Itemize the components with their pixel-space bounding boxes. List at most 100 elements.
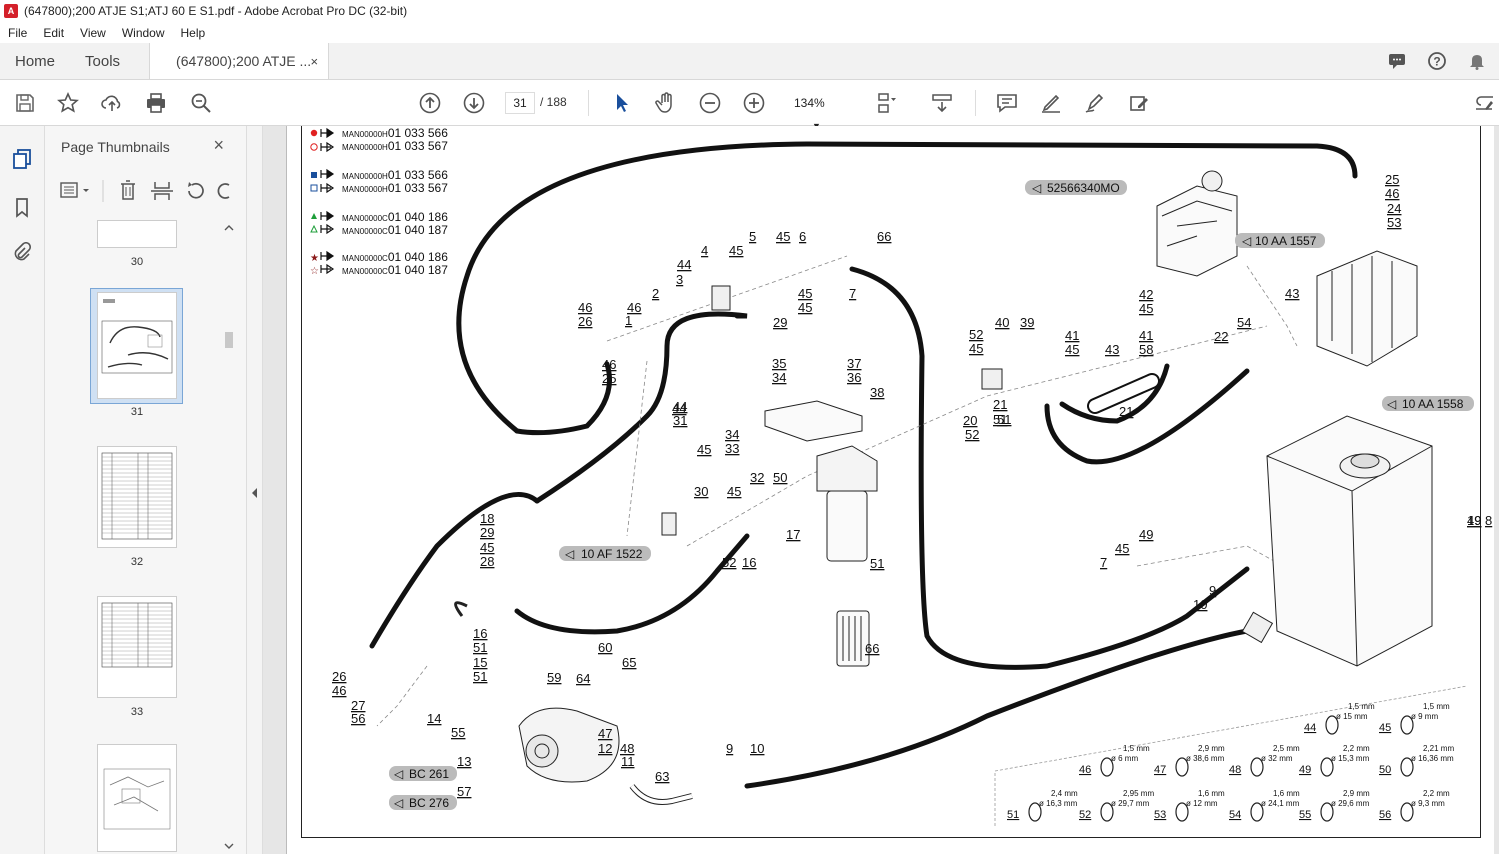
callout-label: 21 xyxy=(1119,404,1133,419)
callout-label: 46 xyxy=(1385,186,1399,201)
thumbnail-label: 30 xyxy=(130,256,144,268)
page-number-input[interactable]: 31 xyxy=(505,92,535,114)
seal-thickness: 2,9 mm xyxy=(1198,744,1225,753)
svg-text:BC 276: BC 276 xyxy=(409,796,449,810)
thumbnail-page-33[interactable] xyxy=(97,596,177,698)
seal-diameter: ø 9,3 mm xyxy=(1411,799,1445,808)
rotate-left-icon[interactable] xyxy=(188,182,204,199)
tab-document[interactable]: (647800);200 ATJE ... × xyxy=(149,43,330,79)
sign-pen-icon[interactable] xyxy=(1083,91,1107,115)
fill-sign-icon[interactable] xyxy=(1472,91,1496,115)
callout-label: 56 xyxy=(351,711,365,726)
callout-label: 58 xyxy=(1139,342,1153,357)
highlight-pen-icon[interactable] xyxy=(1039,91,1063,115)
menu-edit[interactable]: Edit xyxy=(43,25,65,40)
callout-label: 45 xyxy=(697,442,711,457)
insert-pages-icon[interactable] xyxy=(151,182,173,200)
previous-page-icon[interactable] xyxy=(418,91,442,115)
seal-diameter: ø 38,6 mm xyxy=(1186,754,1225,763)
menu-view[interactable]: View xyxy=(80,25,106,40)
collapse-panel-icon[interactable] xyxy=(247,126,263,854)
callout-label: 12 xyxy=(598,741,612,756)
callout-label: 66 xyxy=(877,229,891,244)
callout-label: 49 xyxy=(1139,527,1153,542)
callout-label: 31 xyxy=(673,413,687,428)
seal-thickness: 1,6 mm xyxy=(1198,789,1225,798)
zoom-out-icon[interactable] xyxy=(698,91,722,115)
upload-share-icon[interactable] xyxy=(100,91,124,115)
seal-diameter: ø 12 mm xyxy=(1186,799,1218,808)
left-navigation-rail xyxy=(0,126,45,854)
thumbnail-scrollbar[interactable] xyxy=(223,222,235,854)
tab-home[interactable]: Home xyxy=(15,53,56,70)
tab-tools[interactable]: Tools xyxy=(85,53,121,70)
callout-label: 51 xyxy=(473,669,487,684)
seal-diameter: ø 24,1 mm xyxy=(1261,799,1300,808)
bookmark-icon[interactable] xyxy=(11,196,33,218)
panel-splitter[interactable] xyxy=(247,126,263,854)
legend-red-ring-icon xyxy=(310,143,318,151)
save-icon[interactable] xyxy=(13,91,37,115)
attachment-paperclip-icon[interactable] xyxy=(11,242,33,264)
page-display-icon[interactable] xyxy=(875,91,899,115)
seal-diameter: ø 15 mm xyxy=(1336,712,1368,721)
zoom-level-select[interactable]: 134% ▼ xyxy=(790,92,852,131)
callout-label: 66 xyxy=(865,641,879,656)
thumbnail-page-32[interactable] xyxy=(97,446,177,548)
seal-thickness: 1,5 mm xyxy=(1423,702,1450,711)
pdf-page: ★ ☆ MAN00000H01 033 566 MAN00000H01 033 … xyxy=(286,126,1494,854)
o-ring-icon xyxy=(1320,802,1334,822)
document-view[interactable]: ★ ☆ MAN00000H01 033 566 MAN00000H01 033 … xyxy=(263,126,1499,854)
thumbnail-page-30[interactable] xyxy=(97,220,177,248)
comment-bubble-icon[interactable] xyxy=(1387,51,1407,71)
zoom-in-icon[interactable] xyxy=(742,91,766,115)
tab-close-icon[interactable]: × xyxy=(310,54,319,69)
toolbar-divider xyxy=(588,90,589,116)
select-cursor-icon[interactable] xyxy=(610,91,634,115)
callout-label: 45 xyxy=(798,300,812,315)
seal-thickness: 2,95 mm xyxy=(1123,789,1154,798)
delete-page-icon[interactable] xyxy=(121,180,135,200)
menu-file[interactable]: File xyxy=(8,25,28,40)
ref-tag: ◁10 AF 1522 xyxy=(559,546,651,561)
legend-text: MAN00000H01 033 566 xyxy=(342,168,448,182)
main-toolbar: 31 / 188 134% ▼ xyxy=(0,80,1499,131)
hydraulic-parts-diagram: ★ ☆ MAN00000H01 033 566 MAN00000H01 033 … xyxy=(310,126,1492,826)
callout-label: 29 xyxy=(773,315,787,330)
seal-number: 45 xyxy=(1379,722,1391,734)
next-page-icon[interactable] xyxy=(462,91,486,115)
bookmark-star-icon[interactable] xyxy=(56,91,80,115)
scroll-mode-icon[interactable] xyxy=(930,91,954,115)
callout-label: 17 xyxy=(786,527,800,542)
callout-label: 44 xyxy=(672,401,686,416)
thumbnail-options-icon[interactable] xyxy=(60,182,89,198)
seal-diameter: ø 16,3 mm xyxy=(1039,799,1078,808)
window-title: (647800);200 ATJE S1;ATJ 60 E S1.pdf - A… xyxy=(24,4,408,18)
callout-label: 36 xyxy=(847,370,861,385)
callout-label: 59 xyxy=(547,670,561,685)
panel-close-icon[interactable]: × xyxy=(213,135,224,155)
legend: ★ ☆ MAN00000H01 033 566 MAN00000H01 033 … xyxy=(310,126,448,277)
callout-label: 20 xyxy=(963,413,977,428)
drawing-frame xyxy=(301,126,1481,838)
legend-star-icon: ★ xyxy=(310,253,319,264)
add-comment-icon[interactable] xyxy=(995,91,1019,115)
callout-label: 46 xyxy=(578,300,592,315)
stamp-edit-icon[interactable] xyxy=(1127,91,1151,115)
hand-tool-icon[interactable] xyxy=(654,91,678,115)
callout-label: 22 xyxy=(1214,329,1228,344)
thumbnail-page-34[interactable] xyxy=(97,744,177,852)
menu-help[interactable]: Help xyxy=(180,25,206,40)
rotate-right-icon[interactable] xyxy=(217,183,230,199)
notification-bell-icon[interactable] xyxy=(1467,51,1487,71)
page-thumbnails-icon[interactable] xyxy=(11,148,33,170)
panel-title: Page Thumbnails xyxy=(61,139,170,155)
callout-label: 7 xyxy=(1100,555,1107,570)
callout-label: 35 xyxy=(772,356,786,371)
print-icon[interactable] xyxy=(144,91,168,115)
menu-window[interactable]: Window xyxy=(121,25,165,40)
zoom-search-icon[interactable] xyxy=(189,91,213,115)
help-icon[interactable]: ? xyxy=(1427,51,1447,71)
thumbnail-page-31[interactable] xyxy=(97,292,177,399)
